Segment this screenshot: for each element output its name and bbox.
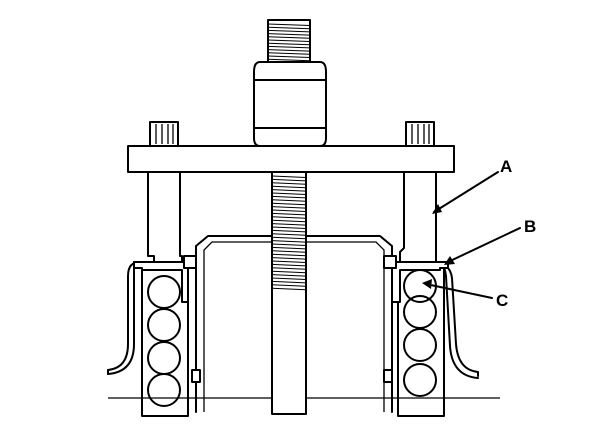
puller-leg-left xyxy=(133,171,197,303)
thread-line xyxy=(271,223,307,226)
thread-line xyxy=(267,55,311,58)
right-bearing xyxy=(397,265,445,417)
thread-line xyxy=(271,233,307,236)
thread-line xyxy=(267,36,311,39)
callout-label-c: C xyxy=(496,291,508,310)
thread-line xyxy=(267,49,311,52)
thread-line xyxy=(271,260,307,263)
thread-line xyxy=(267,58,311,62)
thread-line xyxy=(267,45,311,49)
thread-line xyxy=(271,280,307,284)
thread-line xyxy=(271,236,307,240)
thread-line xyxy=(267,26,311,30)
thread-line xyxy=(271,284,307,287)
thread-line xyxy=(271,192,307,195)
thread-line xyxy=(271,274,307,277)
center-bolt xyxy=(267,19,311,415)
puller-leg-right xyxy=(383,171,449,303)
leader-arrow-a xyxy=(432,204,442,214)
puller-crossbar xyxy=(127,145,455,173)
thread-line xyxy=(271,199,307,202)
thread-line xyxy=(267,33,311,36)
thread-line xyxy=(271,219,307,223)
thread-line xyxy=(271,263,307,267)
thread-line xyxy=(271,226,307,229)
thread-line xyxy=(271,185,307,189)
thread-line xyxy=(271,287,307,291)
thread-line xyxy=(271,250,307,253)
thread-line xyxy=(271,277,307,280)
crossbar-bolt-left xyxy=(149,121,179,147)
hex-nut xyxy=(253,61,327,147)
callout-label-a: A xyxy=(500,157,512,176)
thread-line xyxy=(271,206,307,209)
thread-line xyxy=(271,195,307,199)
thread-line xyxy=(271,240,307,243)
thread-line xyxy=(267,39,311,42)
leader-lines xyxy=(422,171,521,299)
thread-line xyxy=(271,216,307,219)
thread-line xyxy=(271,243,307,246)
thread-line xyxy=(271,270,307,274)
thread-line xyxy=(271,189,307,192)
thread-line xyxy=(271,267,307,270)
thread-line xyxy=(271,212,307,216)
leader-arrow-c xyxy=(422,279,432,289)
callout-label-b: B xyxy=(524,217,536,236)
crossbar-bolt-right xyxy=(405,121,435,147)
thread-line xyxy=(271,202,307,206)
thread-line xyxy=(271,178,307,182)
leader-line-c xyxy=(425,283,493,299)
leader-line-a xyxy=(433,171,499,213)
leader-arrow-b xyxy=(444,256,455,265)
thread-line xyxy=(271,209,307,212)
thread-line xyxy=(267,23,311,26)
thread-line xyxy=(271,175,307,178)
thread-line xyxy=(267,52,311,55)
thread-line xyxy=(271,257,307,260)
thread-line xyxy=(271,229,307,233)
thread-line xyxy=(267,42,311,46)
thread-line xyxy=(271,182,307,185)
leader-line-b xyxy=(447,227,521,263)
thread-line xyxy=(271,246,307,250)
thread-line xyxy=(271,253,307,257)
thread-line xyxy=(267,29,311,33)
